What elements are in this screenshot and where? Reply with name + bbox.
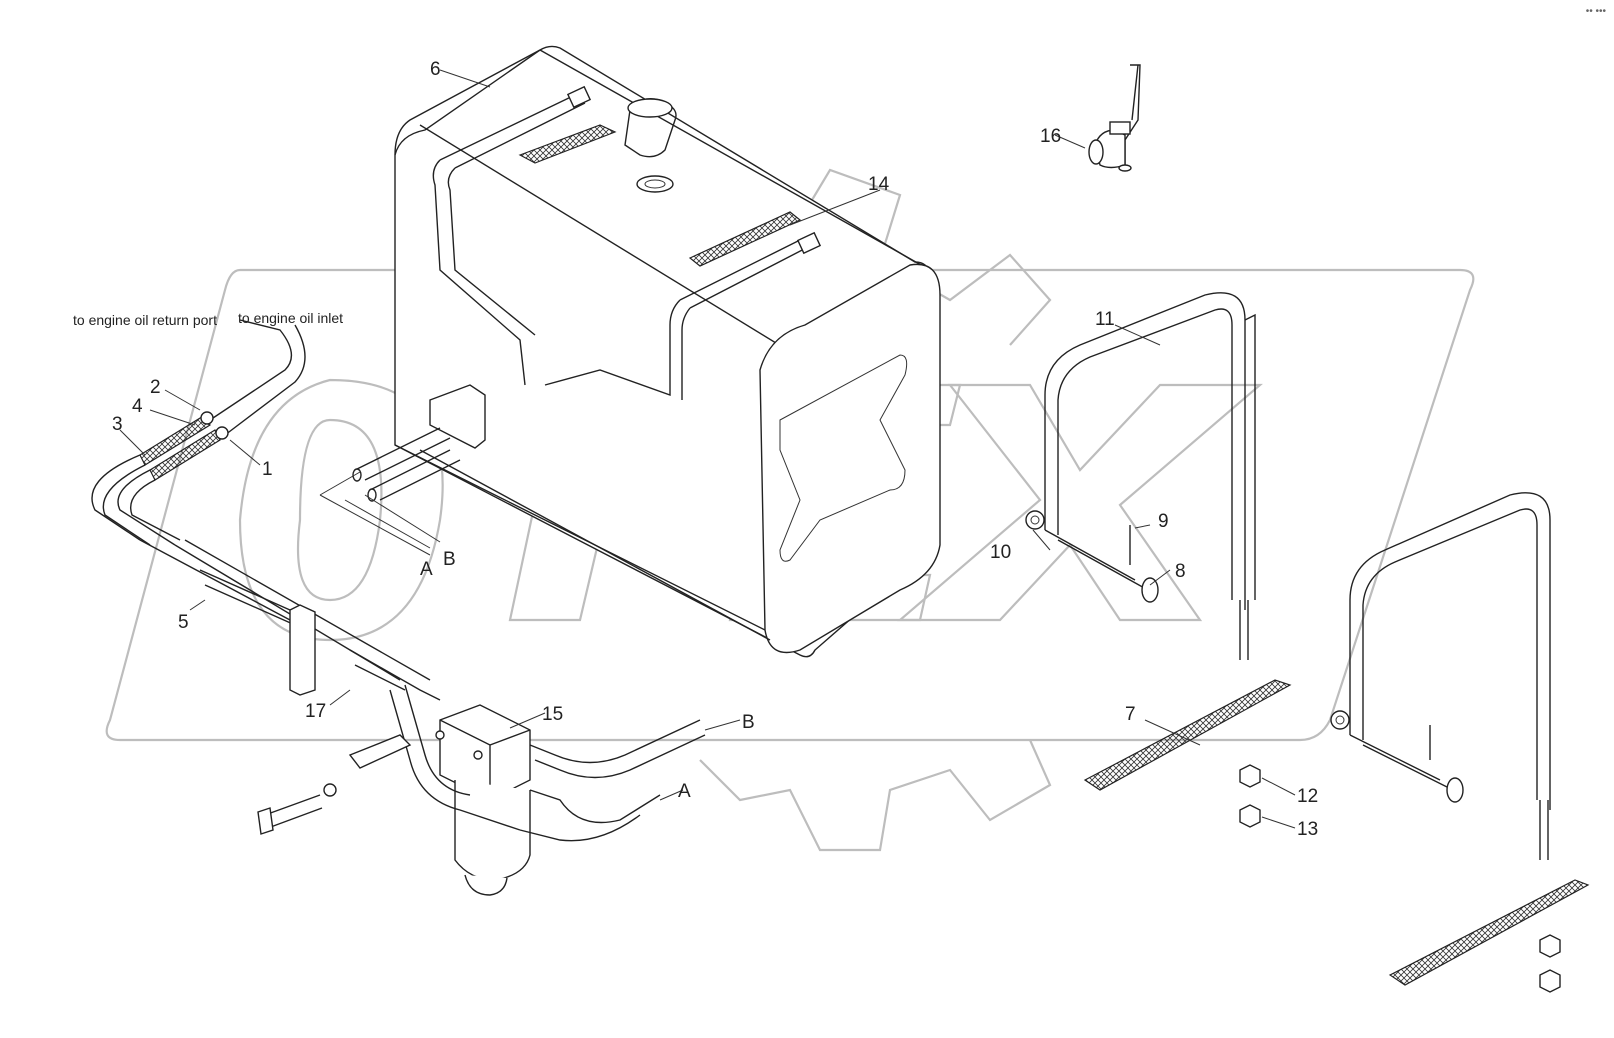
- callout-1: 1: [262, 459, 273, 480]
- callout-11: 11: [1095, 309, 1115, 330]
- drain-valve: [1088, 64, 1141, 172]
- label-b-filter: B: [742, 712, 755, 733]
- corner-mark: •• •••: [1585, 6, 1606, 17]
- callout-12: 12: [1297, 786, 1318, 807]
- callout-10: 10: [990, 542, 1011, 563]
- engine-fuel-lines: [91, 319, 441, 701]
- callout-6: 6: [430, 59, 441, 80]
- leader-lines: [119, 69, 1296, 829]
- tank-pipe-outlets: [319, 384, 486, 556]
- callout-13: 13: [1297, 819, 1318, 840]
- callout-17: 17: [305, 701, 326, 722]
- fuel-tank: [394, 45, 941, 658]
- callout-5: 5: [178, 612, 189, 633]
- tank-strap-front: [1025, 292, 1292, 828]
- callout-8: 8: [1175, 561, 1186, 582]
- note-return-port: to engine oil return port: [73, 312, 217, 328]
- callout-14: 14: [868, 174, 890, 195]
- callout-2: 2: [150, 377, 161, 398]
- callout-7: 7: [1125, 704, 1136, 725]
- callout-4: 4: [132, 396, 143, 417]
- callout-16: 16: [1040, 126, 1061, 147]
- label-b-tank: B: [443, 549, 456, 570]
- callout-9: 9: [1158, 511, 1169, 532]
- fuel-filter: [257, 684, 706, 896]
- callout-15: 15: [542, 704, 563, 725]
- tank-strap-rear: [1330, 492, 1590, 993]
- label-a-tank: A: [420, 559, 433, 580]
- callout-3: 3: [112, 414, 123, 435]
- label-a-filter: A: [678, 781, 691, 802]
- note-inlet: to engine oil inlet: [238, 310, 343, 326]
